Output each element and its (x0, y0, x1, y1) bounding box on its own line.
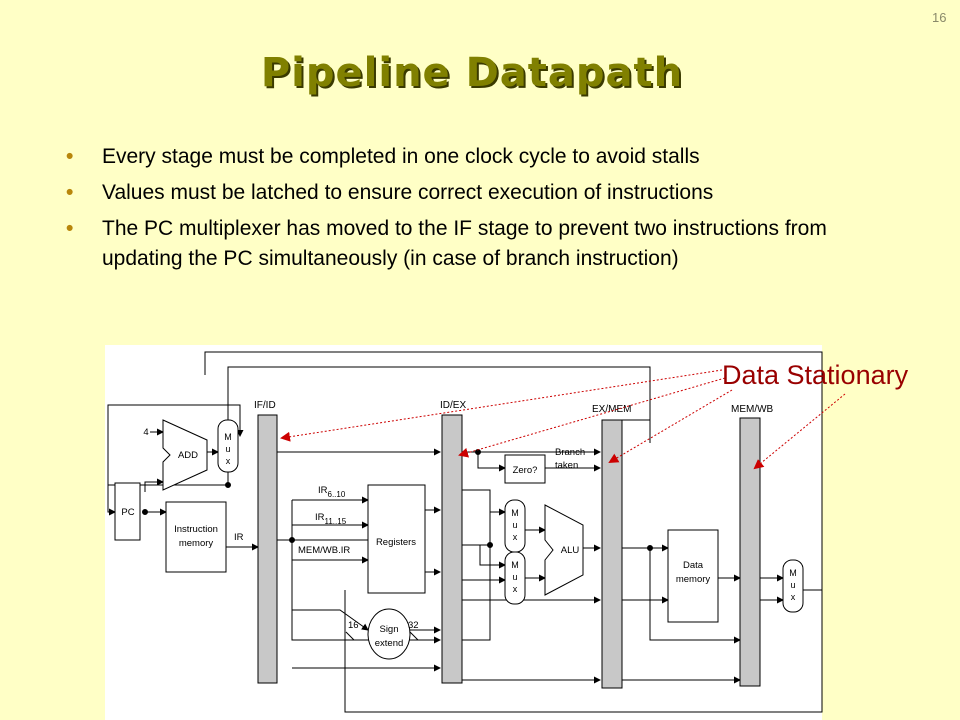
bullet-item: • Values must be latched to ensure correc… (66, 178, 866, 208)
data-stationary-callout: Data Stationary (722, 360, 909, 390)
slide-number: 16 (932, 10, 947, 25)
bullet-dot-icon: • (66, 145, 74, 168)
bullet-dot-icon: • (66, 217, 74, 240)
slide-title: Pipeline Datapath (260, 50, 684, 96)
bullet-dot-icon: • (66, 181, 74, 204)
diagram-panel (105, 345, 822, 720)
bullet-text: Every stage must be completed in one clo… (102, 145, 700, 168)
bullet-item: • Every stage must be completed in one cl… (66, 142, 866, 172)
bullet-text: The PC multiplexer has moved to the IF s… (102, 217, 827, 270)
bullet-text: Values must be latched to ensure correct… (102, 181, 714, 204)
bullet-list: • Every stage must be completed in one cl… (66, 142, 866, 280)
bullet-item: • The PC multiplexer has moved to the IF … (66, 214, 866, 274)
